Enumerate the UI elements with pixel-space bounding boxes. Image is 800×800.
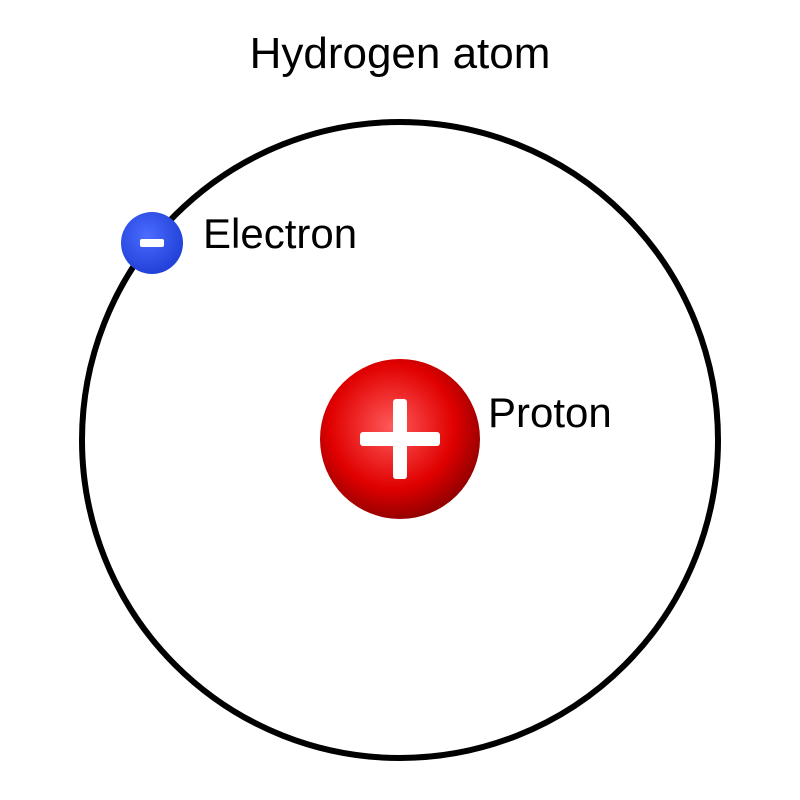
minus-sign-icon bbox=[140, 239, 164, 247]
electron-label: Electron bbox=[203, 210, 357, 257]
proton bbox=[320, 359, 480, 519]
plus-sign-icon bbox=[360, 399, 440, 479]
electron bbox=[121, 212, 183, 274]
proton-label: Proton bbox=[488, 389, 612, 436]
electron-orbit bbox=[79, 119, 721, 761]
diagram-title: Hydrogen atom bbox=[250, 29, 551, 78]
